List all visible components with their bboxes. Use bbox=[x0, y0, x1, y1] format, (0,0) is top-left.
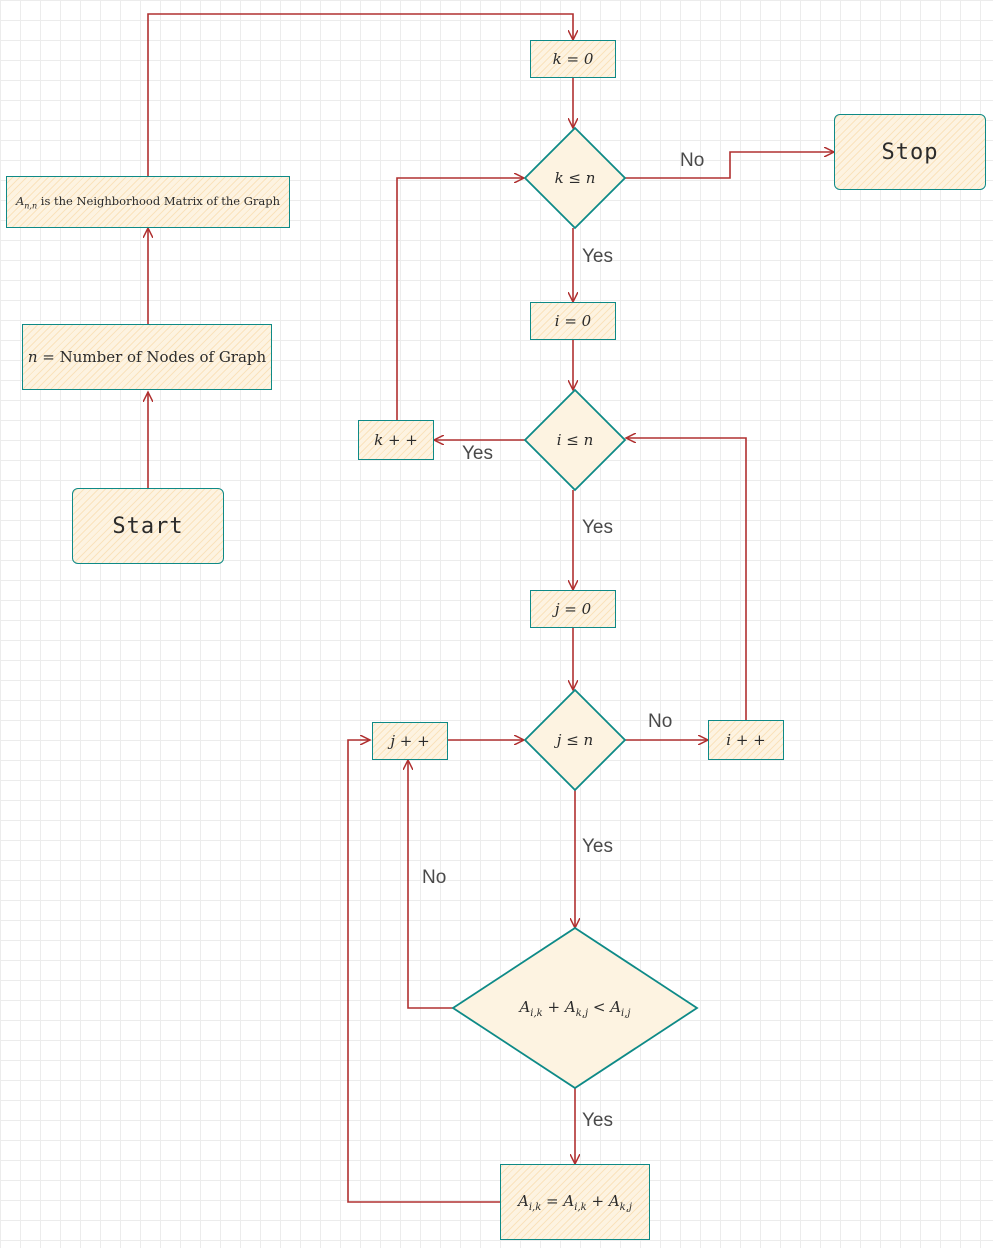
compare-b-sub: k,j bbox=[575, 1007, 589, 1019]
matrix-sub-label: n,n bbox=[24, 201, 38, 211]
k-init-label: k = 0 bbox=[552, 50, 594, 68]
decision-k-diamond bbox=[523, 126, 627, 230]
start-node: Start bbox=[72, 488, 224, 564]
edge-label-icond-yes-down: Yes bbox=[582, 517, 613, 538]
j-inc-node: j + + bbox=[372, 722, 448, 760]
compare-op-label: < bbox=[592, 997, 606, 1016]
edge-label-jcond-no: No bbox=[648, 711, 673, 732]
decision-j-text: j ≤ n bbox=[525, 690, 625, 790]
decision-i-diamond bbox=[523, 388, 627, 492]
start-label: Start bbox=[112, 513, 184, 539]
k-inc-node: k + + bbox=[358, 420, 434, 460]
stop-label: Stop bbox=[881, 139, 939, 165]
edge-label-kcond-yes: Yes bbox=[582, 246, 613, 267]
update-c-label: A bbox=[608, 1191, 620, 1210]
j-inc-label: j + + bbox=[390, 732, 430, 750]
edge-label-icond-yes-left: Yes bbox=[462, 443, 493, 464]
decision-k-text: k ≤ n bbox=[525, 128, 625, 228]
update-eq-label: = bbox=[546, 1191, 559, 1210]
j-cond-label: j ≤ n bbox=[556, 731, 594, 749]
edge-compare-to-jinc bbox=[408, 760, 454, 1009]
decision-compare-text: Ai,k + Ak,j < Ai,j bbox=[453, 928, 697, 1088]
edge-kcond-to-stop bbox=[624, 152, 834, 179]
compare-plus-label: + bbox=[547, 997, 561, 1016]
compare-a-label: A bbox=[519, 997, 531, 1016]
i-cond-label: i ≤ n bbox=[556, 431, 594, 449]
compare-c-sub: i,j bbox=[621, 1007, 631, 1019]
matrix-var-label: A bbox=[15, 193, 25, 208]
update-b-label: A bbox=[563, 1191, 575, 1210]
edge-label-jcond-yes: Yes bbox=[582, 836, 613, 857]
stop-node: Stop bbox=[834, 114, 986, 190]
n-text-label: Number of Nodes of Graph bbox=[59, 348, 267, 366]
edge-matrix-to-kinit bbox=[147, 13, 573, 176]
update-node: Ai,k = Ai,k + Ak,j bbox=[500, 1164, 650, 1240]
update-a-sub: i,k bbox=[528, 1201, 542, 1213]
update-plus-label: + bbox=[591, 1191, 605, 1210]
compare-b-label: A bbox=[564, 997, 576, 1016]
edge-label-compare-yes: Yes bbox=[582, 1110, 613, 1131]
decision-compare-diamond bbox=[451, 926, 699, 1090]
k-cond-label: k ≤ n bbox=[554, 169, 596, 187]
k-init-node: k = 0 bbox=[530, 40, 616, 78]
matrix-definition-node: An,n is the Neighborhood Matrix of the G… bbox=[6, 176, 290, 228]
k-inc-label: k + + bbox=[374, 431, 418, 449]
matrix-text-label: is the Neighborhood Matrix of the Graph bbox=[40, 193, 281, 208]
j-init-label: j = 0 bbox=[554, 600, 592, 618]
decision-i-text: i ≤ n bbox=[525, 390, 625, 490]
compare-a-sub: i,k bbox=[530, 1007, 543, 1019]
edge-update-to-jinc bbox=[347, 740, 500, 1203]
j-init-node: j = 0 bbox=[530, 590, 616, 628]
update-a-label: A bbox=[517, 1191, 529, 1210]
i-init-node: i = 0 bbox=[530, 302, 616, 340]
i-inc-node: i + + bbox=[708, 720, 784, 760]
edge-iinc-to-icond bbox=[626, 438, 747, 720]
edge-label-compare-no: No bbox=[422, 867, 447, 888]
decision-j-diamond bbox=[523, 688, 627, 792]
n-definition-node: n = Number of Nodes of Graph bbox=[22, 324, 272, 390]
update-b-sub: i,k bbox=[574, 1201, 587, 1213]
update-c-sub: k,j bbox=[619, 1201, 633, 1213]
edge-label-kcond-no: No bbox=[680, 150, 705, 171]
compare-c-label: A bbox=[610, 997, 622, 1016]
edge-kinc-to-kcond bbox=[396, 178, 524, 420]
i-init-label: i = 0 bbox=[554, 312, 592, 330]
n-var-label: n = bbox=[27, 348, 55, 366]
i-inc-label: i + + bbox=[726, 731, 766, 749]
